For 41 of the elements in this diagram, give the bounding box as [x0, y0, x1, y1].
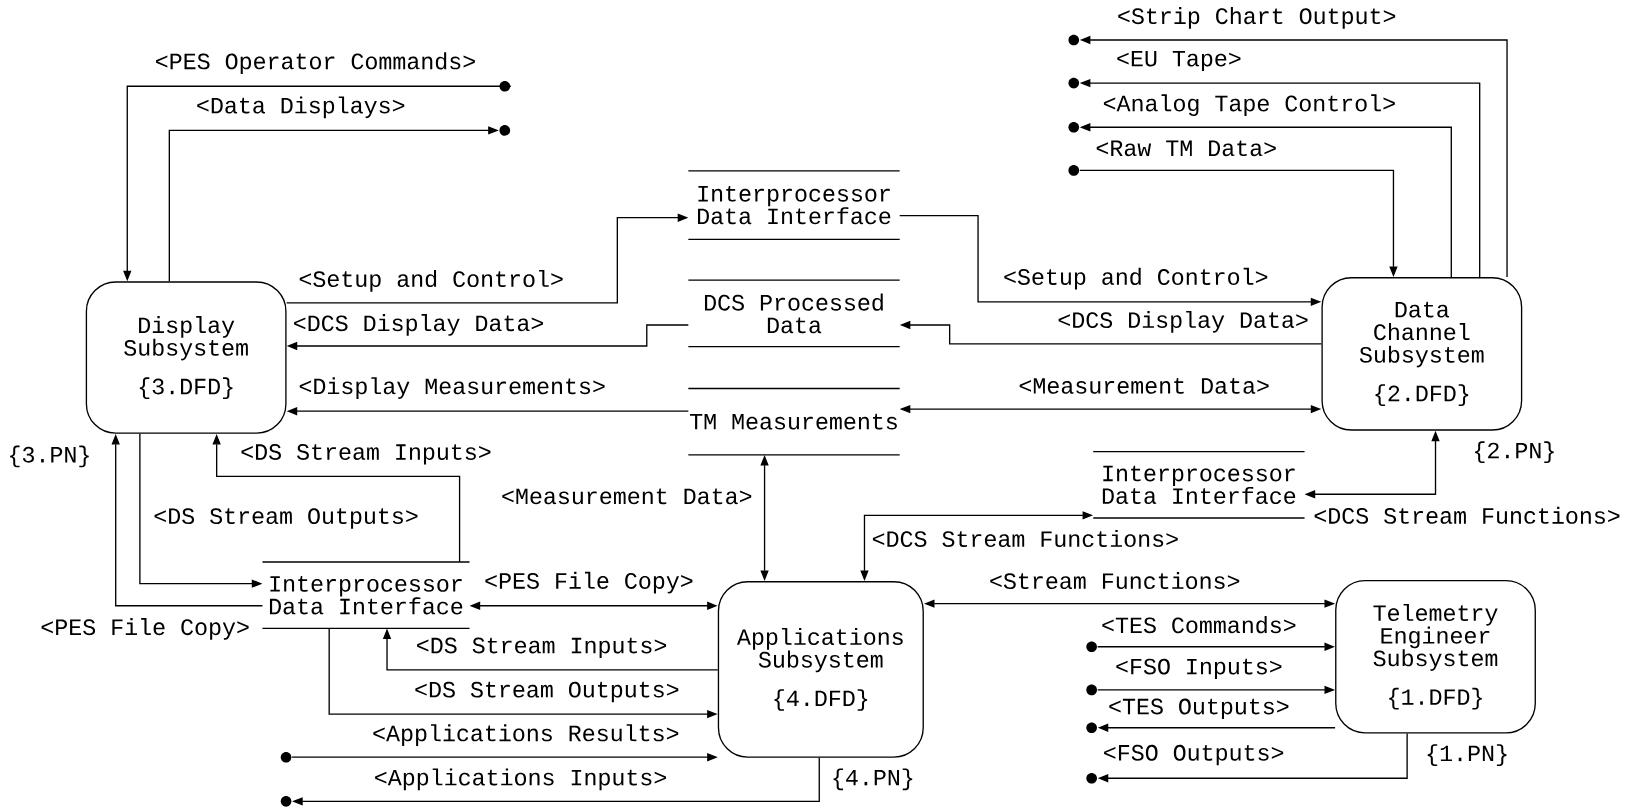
data-store: Interprocessor Data Interface: [687, 170, 901, 241]
edge-label: <FSO Outputs>: [1101, 743, 1286, 767]
process-box: Data Channel Subsystem {2.DFD}: [1321, 277, 1523, 431]
node-caption: {1.PN}: [1427, 744, 1507, 767]
data-store: Interprocessor Data Interface: [1092, 451, 1306, 519]
edge-label: <Display Measurements>: [297, 376, 608, 401]
edge-label: <Applications Results>: [370, 723, 681, 748]
data-store: DCS Processed Data: [687, 279, 901, 348]
data-store: TM Measurements: [687, 387, 901, 456]
edge-label: <Setup and Control>: [1001, 266, 1270, 291]
edge-label: <PES Operator Commands>: [153, 51, 478, 76]
edge-label: <EU Tape>: [1114, 49, 1244, 73]
process-box: Display Subsystem {3.DFD}: [85, 281, 287, 434]
node-caption: {4.PN}: [833, 768, 913, 791]
data-store: Interprocessor Data Interface: [261, 561, 471, 630]
edge-label: <TES Outputs>: [1106, 697, 1292, 721]
edge-label: <DS Stream Outputs>: [412, 680, 681, 704]
edge-label: <Data Displays>: [194, 95, 407, 120]
edge-label: <DS Stream Inputs>: [238, 442, 494, 466]
edge-label: <Measurement Data>: [499, 487, 754, 506]
edge-label: <DCS Display Data>: [291, 312, 546, 338]
edge-label: <DCS Stream Functions>: [870, 528, 1181, 549]
node-caption: {3.PN}: [10, 445, 89, 468]
edge-label: <DCS Display Data>: [1056, 309, 1311, 335]
process-box: Telemetry Engineer Subsystem {1.DFD}: [1335, 580, 1536, 734]
edge-label: <Strip Chart Output>: [1115, 5, 1398, 31]
edge-label: <PES File Copy>: [482, 570, 696, 595]
edge-label: <DCS Stream Functions>: [1311, 505, 1623, 526]
edge-label: <Stream Functions>: [987, 570, 1242, 591]
edge-label: <DS Stream Inputs>: [414, 636, 669, 660]
node-caption: {2.PN}: [1475, 441, 1554, 464]
edge-label: <PES File Copy>: [38, 616, 252, 642]
edge-label: <DS Stream Outputs>: [151, 507, 421, 531]
edge-label: <Analog Tape Control>: [1101, 93, 1398, 118]
edge-label: <Setup and Control>: [297, 268, 566, 294]
edge-label: <FSO Inputs>: [1113, 657, 1285, 681]
edge-label: <Applications Inputs>: [372, 767, 669, 792]
process-box: Applications Subsystem {4.DFD}: [717, 581, 924, 758]
edge-label: <Raw TM Data>: [1094, 139, 1279, 158]
edge-label: <TES Commands>: [1099, 614, 1299, 635]
edge-label: <Measurement Data>: [1017, 376, 1272, 396]
